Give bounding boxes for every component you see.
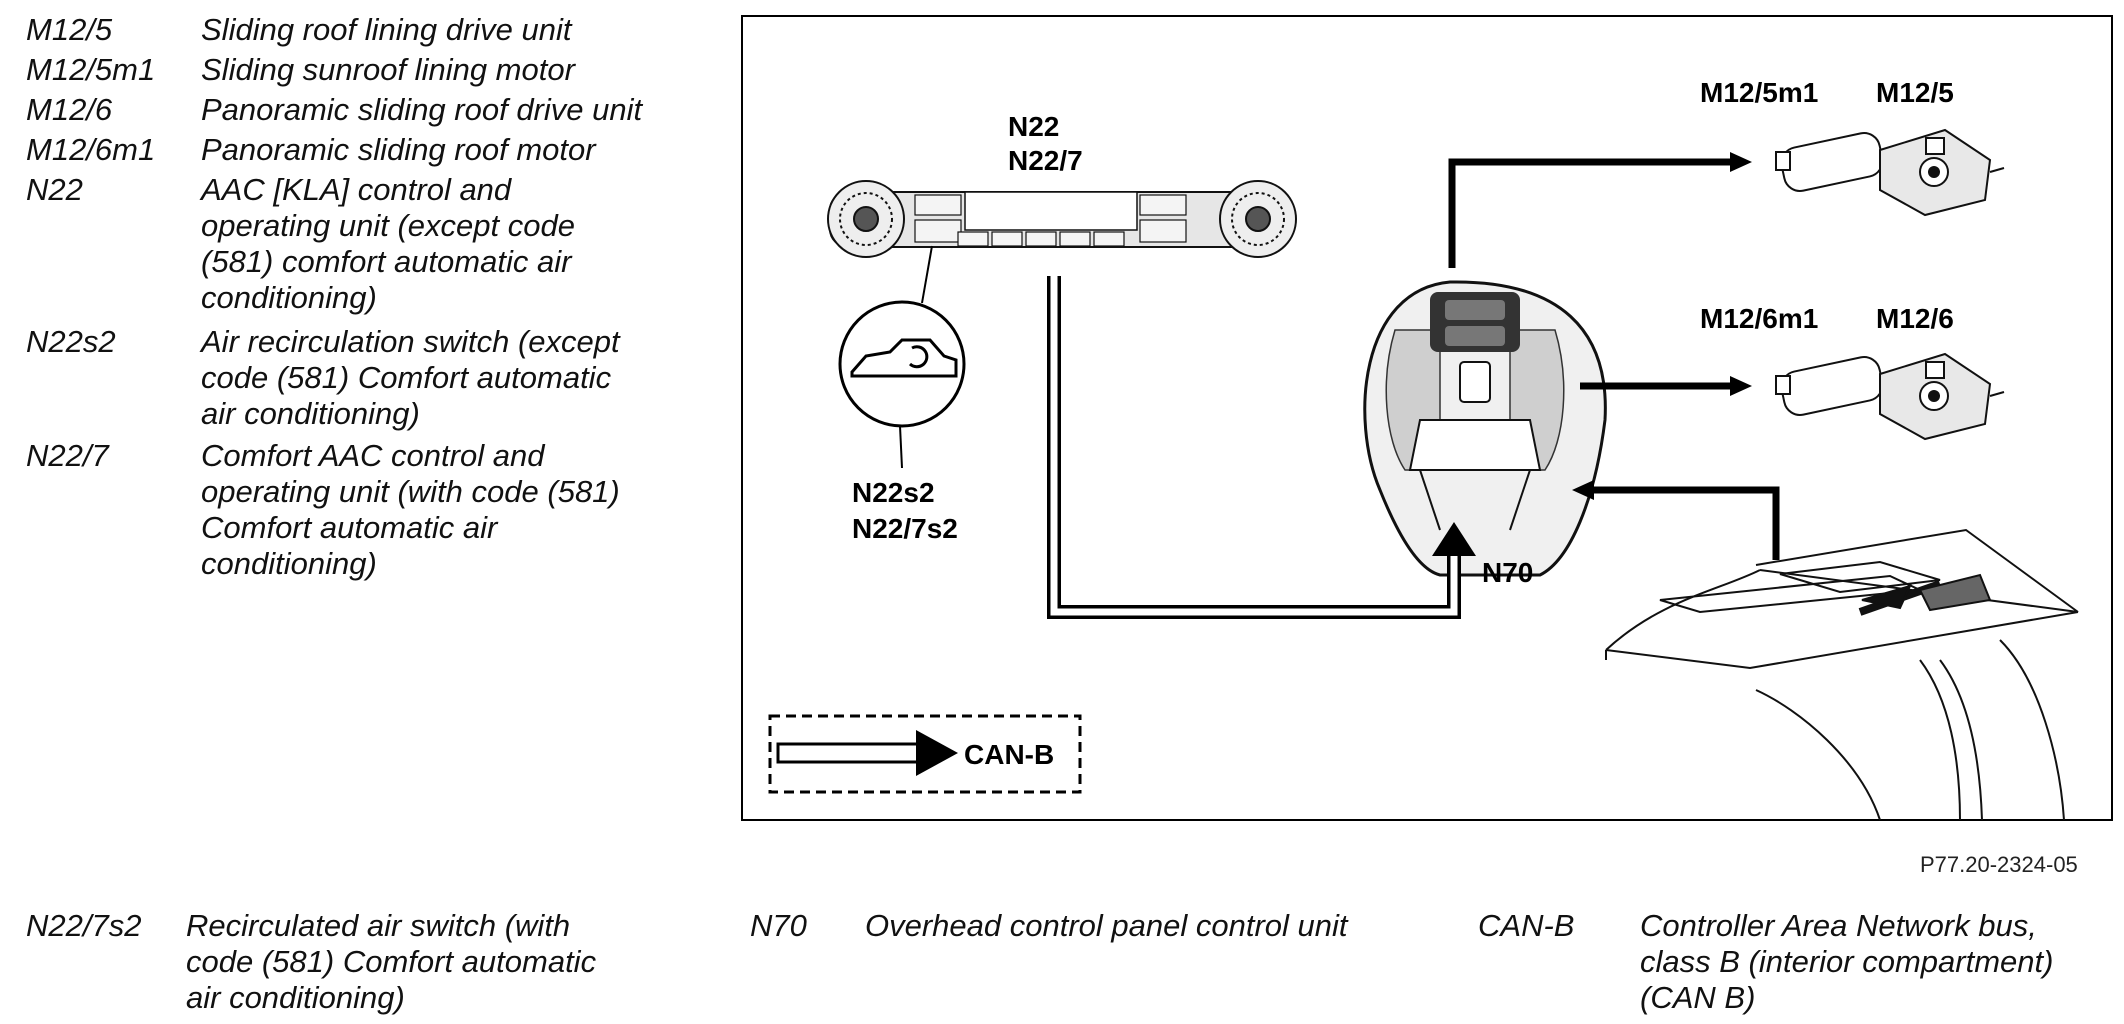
recirculation-switch-detail [838,245,966,469]
legend-desc: code (581) Comfort automatic [186,944,597,979]
label-m12-6: M12/6 [1876,303,1954,334]
overhead-control-panel [1363,280,1607,577]
legend-desc: Sliding roof lining drive unit [201,12,572,47]
legend-item: M12/6 Panoramic sliding roof drive unit [26,92,726,132]
legend-item: M12/6m1 Panoramic sliding roof motor [26,132,726,172]
legend-desc: Recirculated air switch (with [186,908,571,943]
legend-item: CAN-B Controller Area Network bus, class… [1478,908,2118,1018]
legend-desc: conditioning) [201,546,377,581]
label-n22-7: N22/7 [1008,145,1083,176]
connection-n70-m12-6 [1580,376,1752,396]
car-recirculation-icon [850,338,958,378]
legend-desc: air conditioning) [186,980,405,1015]
legend-code: N70 [750,908,807,943]
label-n22: N22 [1008,111,1059,142]
legend-desc: (CAN B) [1640,980,1756,1015]
legend-desc: Panoramic sliding roof drive unit [201,92,643,127]
legend-desc: air conditioning) [201,396,420,431]
legend-desc: AAC [KLA] control and [201,172,512,207]
legend-code: M12/5m1 [26,52,156,87]
legend-desc: Comfort AAC control and [201,438,545,473]
can-b-legend [768,714,1082,794]
legend-code: M12/6 [26,92,113,127]
legend-desc: operating unit (with code (581) [201,474,620,509]
legend-code: CAN-B [1478,908,1575,943]
connection-roof-n70 [1572,480,1780,560]
can-b-connection-n22-n70 [1047,276,1476,619]
label-can-b: CAN-B [964,739,1054,770]
connection-n70-m12-5 [1448,152,1752,268]
sliding-roof-lining-drive-unit [1775,128,2005,217]
legend-item: N22s2 Air recirculation switch (except c… [26,324,726,434]
legend-desc: (581) comfort automatic air [201,244,572,279]
legend-desc: class B (interior compartment) [1640,944,2054,979]
legend-item: N70 Overhead control panel control unit [750,908,1430,948]
legend-code: M12/5 [26,12,113,47]
label-m12-5: M12/5 [1876,77,1954,108]
label-n70: N70 [1482,557,1533,588]
legend-item: N22/7 Comfort AAC control and operating … [26,438,726,588]
legend-code: N22s2 [26,324,116,359]
legend-desc: operating unit (except code [201,208,575,243]
label-m12-6m1: M12/6m1 [1700,303,1818,334]
legend-desc: Sliding sunroof lining motor [201,52,575,87]
diagram-frame [741,15,2113,821]
legend-code: M12/6m1 [26,132,156,167]
legend-code: N22 [26,172,83,207]
legend-desc: Air recirculation switch (except [201,324,620,359]
legend-code: N22/7 [26,438,109,473]
vehicle-roof-sketch [1605,528,2079,821]
legend-desc: Comfort automatic air [201,510,498,545]
legend-item: M12/5m1 Sliding sunroof lining motor [26,52,726,92]
legend-item: N22 AAC [KLA] control and operating unit… [26,172,726,322]
legend-desc: Controller Area Network bus, [1640,908,2037,943]
legend-item: M12/5 Sliding roof lining drive unit [26,12,726,52]
figure-reference: P77.20-2324-05 [1920,852,2078,877]
label-n22s2: N22s2 [852,477,935,508]
legend-desc: conditioning) [201,280,377,315]
legend-desc: Overhead control panel control unit [865,908,1348,943]
legend-desc: code (581) Comfort automatic [201,360,612,395]
panoramic-sliding-roof-drive-unit [1775,352,2005,441]
label-n22-7s2: N22/7s2 [852,513,958,544]
climate-control-unit [827,180,1297,258]
label-m12-5m1: M12/5m1 [1700,77,1818,108]
legend-item: N22/7s2 Recirculated air switch (with co… [26,908,646,1018]
legend-code: N22/7s2 [26,908,142,943]
legend-desc: Panoramic sliding roof motor [201,132,596,167]
